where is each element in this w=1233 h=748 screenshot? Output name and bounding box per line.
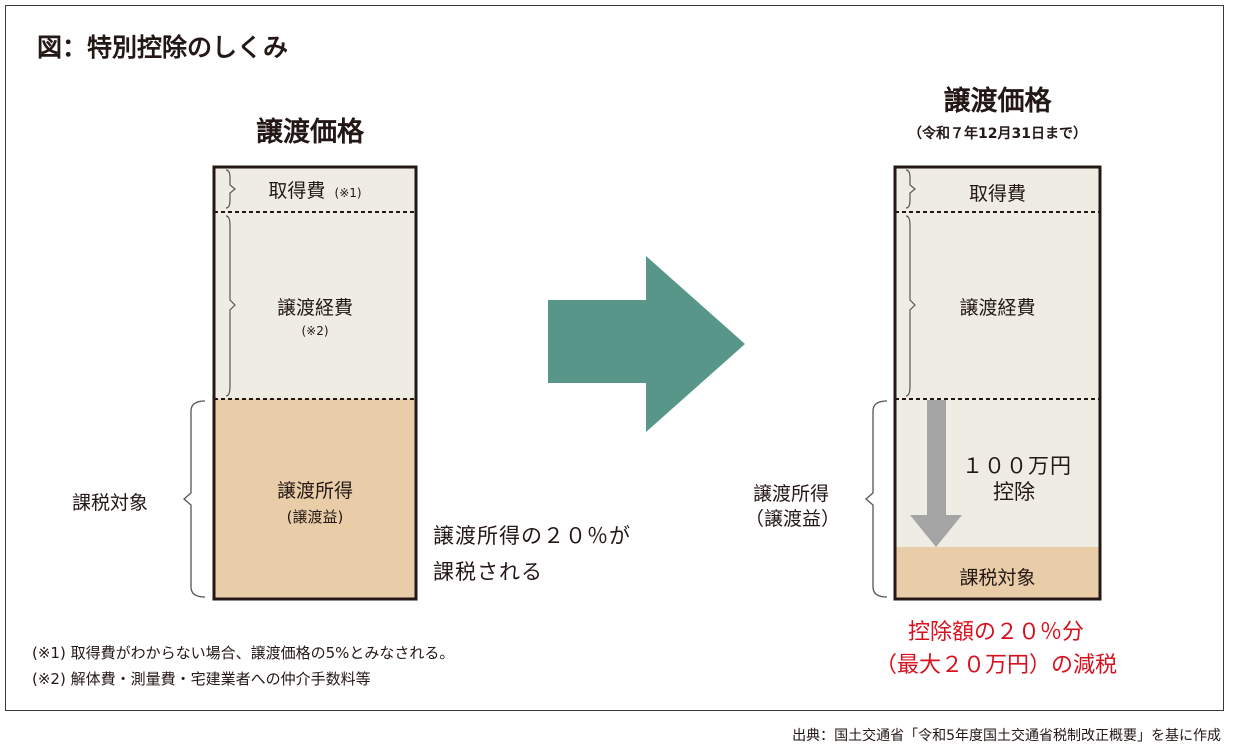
right-brace-acq <box>905 169 916 209</box>
left-heading: 譲渡価格 <box>256 117 364 148</box>
source-credit: 出典：国土交通省「令和5年度国土交通省税制改正概要」を基に作成 <box>792 728 1221 744</box>
right-brace-transfer <box>905 215 916 397</box>
figure-title: 図：特別控除のしくみ <box>37 33 289 62</box>
left-acq-cost-row: 取得費 (※1) <box>214 176 416 203</box>
left-costs-fill <box>214 167 416 399</box>
left-income-sub: (譲渡益) <box>286 508 344 526</box>
left-tax-text-1: 譲渡所得の２０％が <box>433 524 631 548</box>
left-brace-acq <box>225 169 236 209</box>
right-brace-income <box>865 400 888 598</box>
deduction-down-arrow <box>910 400 962 547</box>
figure-frame <box>5 5 1224 711</box>
left-brace-taxable <box>183 400 206 598</box>
left-income-label: 譲渡所得 <box>276 480 353 502</box>
right-taxable-label: 課税対象 <box>959 567 1036 589</box>
footnote-1: (※1) 取得費がわからない場合、譲渡価格の5%とみなされる。 <box>32 644 455 662</box>
left-brace-transfer <box>225 215 236 397</box>
left-price-box <box>212 165 418 601</box>
right-income-label: 譲渡所得 <box>753 483 830 505</box>
right-income-sub: （譲渡益） <box>745 508 841 530</box>
footnote-2: (※2) 解体費・測量費・宅建業者への仲介手数料等 <box>32 670 371 688</box>
left-taxable-label: 課税対象 <box>72 492 149 514</box>
left-acq-cost-note: (※1) <box>334 186 362 200</box>
right-acq-cost-label: 取得費 <box>968 183 1026 205</box>
left-transfer-cost-label: 譲渡経費 <box>276 297 353 319</box>
left-income-fill <box>214 399 416 599</box>
right-subheading: （令和７年12月31日まで） <box>908 126 1087 142</box>
left-transfer-cost-note: (※2) <box>301 324 329 338</box>
right-taxable-fill <box>895 547 1100 599</box>
left-tax-text-2: 課税される <box>433 560 543 584</box>
right-deduction-amount: １００万円 <box>962 454 1072 478</box>
right-result-line-2: （最大２０万円）の減税 <box>874 653 1117 678</box>
right-price-box <box>893 165 1102 601</box>
right-deduction-label: 控除 <box>993 480 1035 504</box>
left-acq-cost-label: 取得費 <box>268 180 326 202</box>
right-heading: 譲渡価格 <box>943 86 1052 117</box>
right-transfer-cost-label: 譲渡経費 <box>959 297 1036 319</box>
right-result-line-1: 控除額の２０％分 <box>907 620 1084 645</box>
transition-arrow <box>548 256 745 432</box>
